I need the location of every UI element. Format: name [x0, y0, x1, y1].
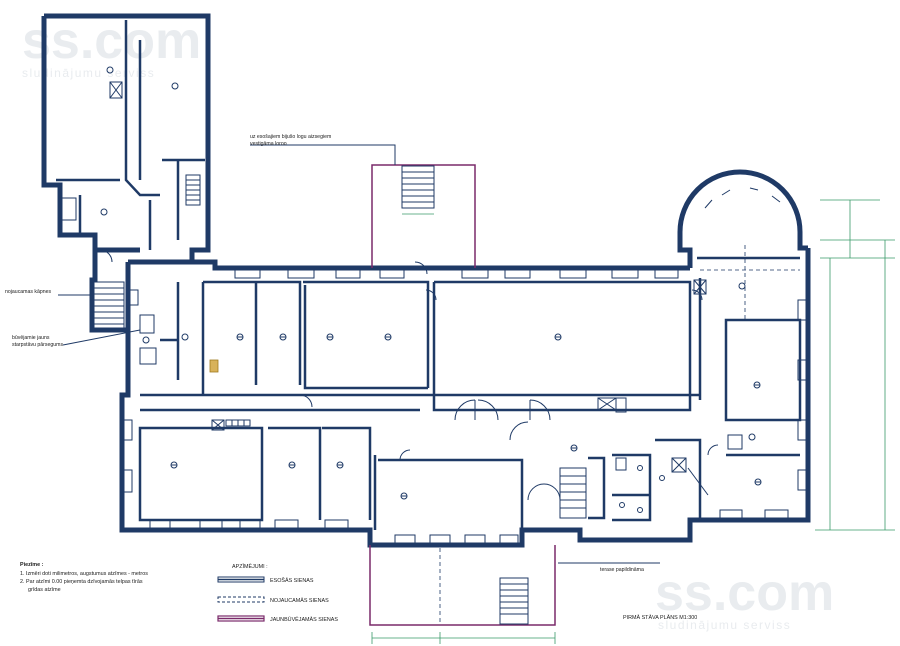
watermark-brand-top: ss.com — [22, 12, 201, 70]
legend-item-new: JAUNBŪVĒJAMĀS SIENAS — [270, 616, 338, 623]
watermark-tagline-bottom: sludinājumu serviss — [658, 618, 791, 632]
dimension-lines — [371, 199, 895, 644]
slab-label-line1: būvējamie jauns — [12, 335, 50, 341]
notes-line2: 2. Par atzīmi 0.00 pieņemta dzīvojamās t… — [20, 579, 143, 585]
facade-windows — [122, 268, 808, 545]
notes-line3: grīdas atzīme — [28, 587, 61, 593]
terrace-label: terase papildināma — [600, 567, 644, 573]
watermark-tagline-top: sludinājumu serviss — [22, 66, 155, 80]
facade-note-line2: vestigāma loroo — [250, 141, 287, 147]
left-stair-block — [89, 249, 155, 334]
slab-label-line2: starpstāvu pārsegums — [12, 342, 63, 348]
legend-item-demolish: NOJAUCAMĀS SIENAS — [270, 597, 329, 604]
right-wing — [677, 169, 808, 486]
legend: APZĪMĒJUMI : ESOŠĀS SIENAS NOJAUCAMĀS SI… — [217, 563, 338, 623]
legend-item-existing: ESOŠĀS SIENAS — [270, 577, 314, 584]
notes-line1: 1. Izmēri doti milimetros, augstumus atz… — [20, 571, 148, 577]
new-structures — [369, 164, 556, 626]
legend-title: APZĪMĒJUMI : — [232, 563, 268, 570]
legend-swatch-demolish — [217, 596, 265, 603]
chimney-label: nojaucamas kāpnes — [5, 289, 52, 295]
plan-title: PIRMĀ STĀVA PLĀNS M1:300 — [623, 614, 697, 621]
facade-note-line1: uz esošajiem bijušo logu aizsegiem — [250, 134, 331, 140]
watermark-brand-bottom: ss.com — [655, 564, 834, 622]
main-block — [119, 248, 811, 548]
notes-title: Piezīme : — [20, 562, 44, 568]
